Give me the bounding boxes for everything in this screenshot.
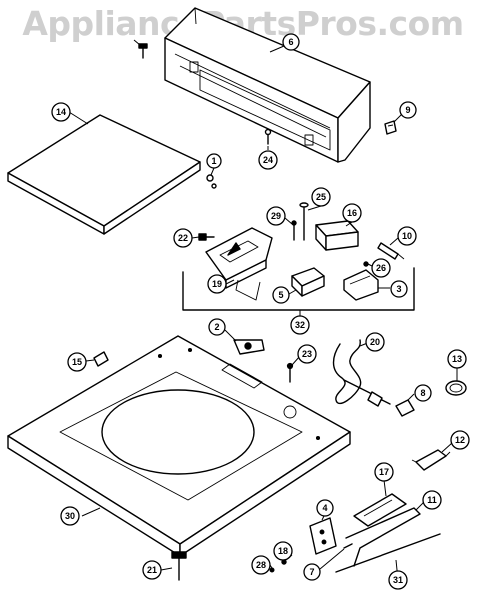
callout-3: 3 [390,280,408,298]
screw-part-21[interactable] [171,551,187,581]
svg-text:13: 13 [452,354,462,364]
long-screw-part[interactable] [299,202,309,241]
screw-part-29[interactable] [291,220,297,241]
svg-text:10: 10 [402,231,412,241]
callout-21: 21 [142,560,162,580]
relay-part[interactable] [315,220,359,251]
callout-8: 8 [414,384,432,402]
svg-text:32: 32 [295,320,305,330]
callout-17: 17 [374,462,394,482]
callout-10: 10 [397,226,417,246]
callout-11: 11 [422,490,442,510]
svg-text:26: 26 [376,263,386,273]
svg-text:3: 3 [396,284,401,294]
switch-part-4[interactable] [309,517,337,555]
svg-text:23: 23 [302,349,312,359]
screw-part-26[interactable] [363,261,369,267]
callout-7: 7 [303,563,321,581]
callout-19: 19 [207,274,227,294]
svg-text:1: 1 [211,156,216,166]
callout-26: 26 [371,258,391,278]
callout-14: 14 [51,102,71,122]
svg-text:6: 6 [288,37,293,47]
svg-text:12: 12 [455,435,465,445]
svg-text:25: 25 [316,192,326,202]
svg-text:9: 9 [405,105,410,115]
svg-text:30: 30 [65,511,75,521]
svg-text:7: 7 [309,567,314,577]
svg-text:20: 20 [370,337,380,347]
callout-32: 32 [290,315,310,335]
callout-12: 12 [450,430,470,450]
svg-text:8: 8 [420,388,425,398]
svg-text:19: 19 [212,279,222,289]
callout-16: 16 [342,203,362,223]
callout-6: 6 [282,33,300,51]
screw-part[interactable] [264,128,272,145]
callout-23: 23 [297,344,317,364]
svg-text:11: 11 [427,495,437,505]
control-panel-part[interactable] [164,7,371,163]
svg-text:24: 24 [263,155,273,165]
lid-switch-part[interactable] [291,267,325,297]
ring-part[interactable] [445,380,467,396]
svg-text:15: 15 [72,357,82,367]
strain-relief-part[interactable] [395,399,415,417]
callout-4: 4 [316,499,334,517]
bracket-part[interactable] [205,227,273,301]
svg-text:31: 31 [393,575,403,585]
lid-part[interactable] [7,114,201,235]
switch-bracket-part[interactable] [343,269,379,301]
svg-text:16: 16 [347,208,357,218]
screw-part-22[interactable] [198,233,215,241]
cap-part[interactable] [93,351,109,367]
svg-text:2: 2 [214,322,219,332]
callout-18: 18 [273,541,293,561]
callout-2: 2 [208,318,226,336]
screw-part-top[interactable] [138,43,148,59]
cabinet-top-part[interactable] [7,335,351,557]
power-cord-part[interactable] [332,339,391,407]
callout-5: 5 [272,286,290,304]
callout-15: 15 [67,352,87,372]
slider-part[interactable] [353,493,407,527]
callout-1: 1 [206,153,222,169]
callout-31: 31 [388,570,408,590]
callout-28: 28 [251,555,271,575]
callout-22: 22 [173,228,193,248]
hinge-part[interactable] [233,339,265,355]
callout-25: 25 [311,187,331,207]
fuse-part[interactable] [377,242,405,260]
svg-text:28: 28 [256,560,266,570]
svg-text:29: 29 [271,211,281,221]
callout-24: 24 [258,150,278,170]
svg-text:21: 21 [147,565,157,575]
callout-13: 13 [447,349,467,369]
svg-text:18: 18 [278,546,288,556]
callout-30: 30 [60,506,80,526]
rod-part[interactable] [345,507,421,567]
clamp-part[interactable] [411,449,451,471]
screw-part-28[interactable] [269,567,275,573]
svg-text:17: 17 [379,467,389,477]
svg-text:14: 14 [56,107,66,117]
svg-text:4: 4 [322,503,327,513]
svg-text:22: 22 [178,233,188,243]
svg-text:5: 5 [278,290,283,300]
callout-9: 9 [399,101,417,119]
bumper-part[interactable] [206,174,217,189]
screw-part-23[interactable] [286,362,294,383]
clip-part[interactable] [384,120,397,135]
callout-20: 20 [365,332,385,352]
callout-29: 29 [266,206,286,226]
spring-part[interactable] [343,543,353,549]
